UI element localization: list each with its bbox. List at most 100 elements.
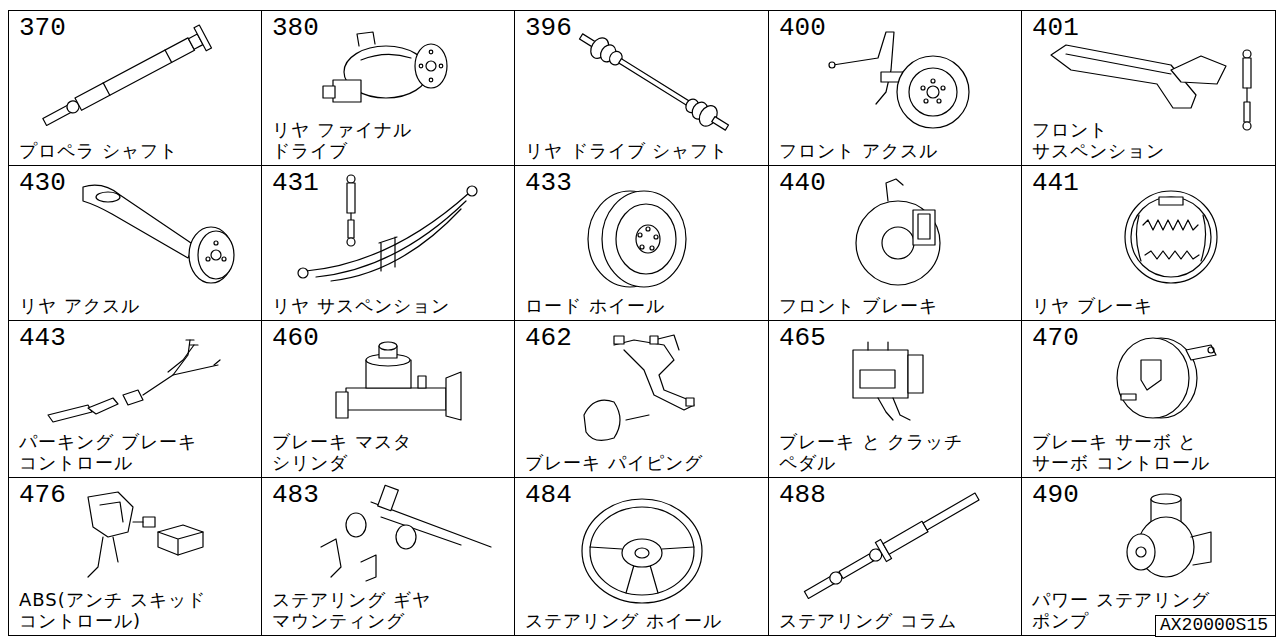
catalog-cell: 483ステアリング ギヤ マウンティング (261, 477, 515, 636)
abs-unit-drawing (100, 502, 123, 522)
steering-gear-drawing (346, 513, 366, 537)
front-suspension-drawing (1051, 45, 1196, 108)
catalog-cell: 465 ブレーキ と クラッチ ペダル (768, 320, 1022, 478)
catalog-cell: 460ブレーキ マスタ シリンダ (261, 320, 515, 478)
steering-column-drawing (923, 493, 979, 530)
part-name: プロペラ シャフト (19, 140, 178, 161)
road-wheel-drawing (654, 235, 658, 239)
steering-wheel-drawing (582, 499, 702, 603)
callout-number: 465 (779, 323, 826, 353)
front-suspension-drawing (1171, 56, 1226, 84)
brake-piping-drawing (650, 336, 658, 344)
catalog-cell: 380リヤ ファイナル ドライブ (261, 10, 515, 166)
final-drive-drawing (429, 78, 433, 82)
rear-brake-drawing (1159, 197, 1183, 205)
parking-brake-drawing (168, 345, 194, 372)
pedal-drawing (860, 370, 895, 388)
pedal-drawing (908, 355, 923, 393)
front-brake-drawing (856, 201, 940, 285)
abs-unit-drawing (113, 537, 118, 562)
front-brake-drawing (913, 210, 935, 245)
drive-shaft-drawing (619, 59, 689, 106)
steering-column-drawing (839, 554, 873, 578)
catalog-cell: 488ステアリング コラム (768, 477, 1022, 636)
rear-brake-drawing (1131, 197, 1211, 277)
leaf-spring-drawing (379, 237, 397, 271)
road-wheel-drawing (588, 191, 686, 287)
brake-piping-drawing (584, 400, 620, 440)
callout-number: 470 (1032, 323, 1079, 353)
steering-gear-drawing (361, 555, 376, 581)
rear-axle-drawing (189, 227, 233, 283)
front-suspension-drawing (1244, 102, 1250, 122)
drive-shaft-drawing (575, 27, 733, 137)
callout-number: 430 (19, 168, 66, 198)
brake-piping-drawing (614, 340, 689, 400)
front-axle-drawing (829, 62, 835, 68)
road-wheel-drawing (640, 245, 644, 249)
brake-piping-drawing (584, 335, 694, 440)
part-name: ステアリング ホイール (525, 610, 722, 631)
catalog-cell: 430リヤ アクスル (8, 165, 262, 321)
final-drive-drawing (415, 44, 447, 88)
front-suspension-drawing (1243, 58, 1251, 88)
part-name: リヤ サスペンション (272, 295, 450, 316)
parking-brake-drawing (48, 405, 92, 422)
callout-number: 484 (525, 480, 572, 510)
part-name: ステアリング ギヤ マウンティング (272, 589, 472, 631)
road-wheel-drawing (638, 233, 642, 237)
catalog-cell: 440フロント ブレーキ (768, 165, 1022, 321)
steering-gear-drawing (321, 539, 341, 577)
final-drive-drawing (419, 64, 423, 68)
front-axle-drawing (924, 99, 928, 103)
callout-number: 488 (779, 480, 826, 510)
callout-number: 401 (1032, 13, 1079, 43)
leaf-spring-drawing (306, 193, 469, 271)
rear-brake-drawing (1125, 191, 1217, 283)
front-axle-drawing (941, 86, 945, 90)
road-wheel-drawing (636, 225, 660, 253)
front-axle-drawing (897, 56, 969, 128)
brake-piping-drawing (614, 336, 624, 344)
parking-brake-drawing (173, 365, 218, 375)
master-cylinder-drawing (336, 392, 348, 418)
part-name: ブレーキ マスタ シリンダ (272, 431, 442, 473)
callout-number: 462 (525, 323, 572, 353)
brake-servo-drawing (1186, 345, 1216, 360)
final-drive-drawing (323, 32, 447, 102)
leaf-spring-drawing (298, 268, 308, 278)
steering-gear-drawing (396, 525, 416, 549)
catalog-cell: 396リヤ ドライブ シャフト (514, 10, 769, 166)
front-suspension-drawing (1051, 45, 1251, 130)
callout-number: 370 (19, 13, 66, 43)
road-wheel-drawing (650, 246, 654, 250)
master-cylinder-drawing (346, 388, 446, 410)
abs-unit-drawing (158, 525, 203, 555)
callout-number: 433 (525, 168, 572, 198)
callout-number: 440 (779, 168, 826, 198)
front-axle-drawing (927, 86, 939, 98)
rear-axle-drawing (96, 192, 120, 202)
pedal-drawing (853, 342, 923, 420)
rear-brake-drawing (1145, 251, 1199, 259)
final-drive-drawing (429, 50, 433, 54)
propeller-shaft-drawing (165, 50, 172, 62)
steering-column-drawing (801, 487, 983, 605)
leaf-spring-drawing (467, 186, 477, 196)
drawing-code: AX20000S15 (1160, 616, 1271, 634)
road-wheel-drawing (602, 191, 686, 287)
part-name: ブレーキ と クラッチ ペダル (779, 431, 984, 473)
power-steering-pump-drawing (1151, 494, 1181, 504)
propeller-shaft-drawing (103, 83, 110, 95)
drawing-code-box: AX20000S15 (1155, 615, 1276, 637)
steering-gear-drawing (321, 485, 491, 581)
final-drive-drawing (439, 64, 443, 68)
steering-wheel-drawing (622, 539, 662, 567)
callout-number: 400 (779, 13, 826, 43)
part-name: フロント サスペンション (1032, 119, 1182, 161)
callout-number: 431 (272, 168, 319, 198)
part-name: パーキング ブレーキ コントロール (19, 431, 219, 473)
parking-brake-drawing (186, 340, 220, 365)
catalog-cell: 476ABS(アンチ スキッド コントロール) (8, 477, 262, 636)
pedal-drawing (878, 398, 893, 420)
